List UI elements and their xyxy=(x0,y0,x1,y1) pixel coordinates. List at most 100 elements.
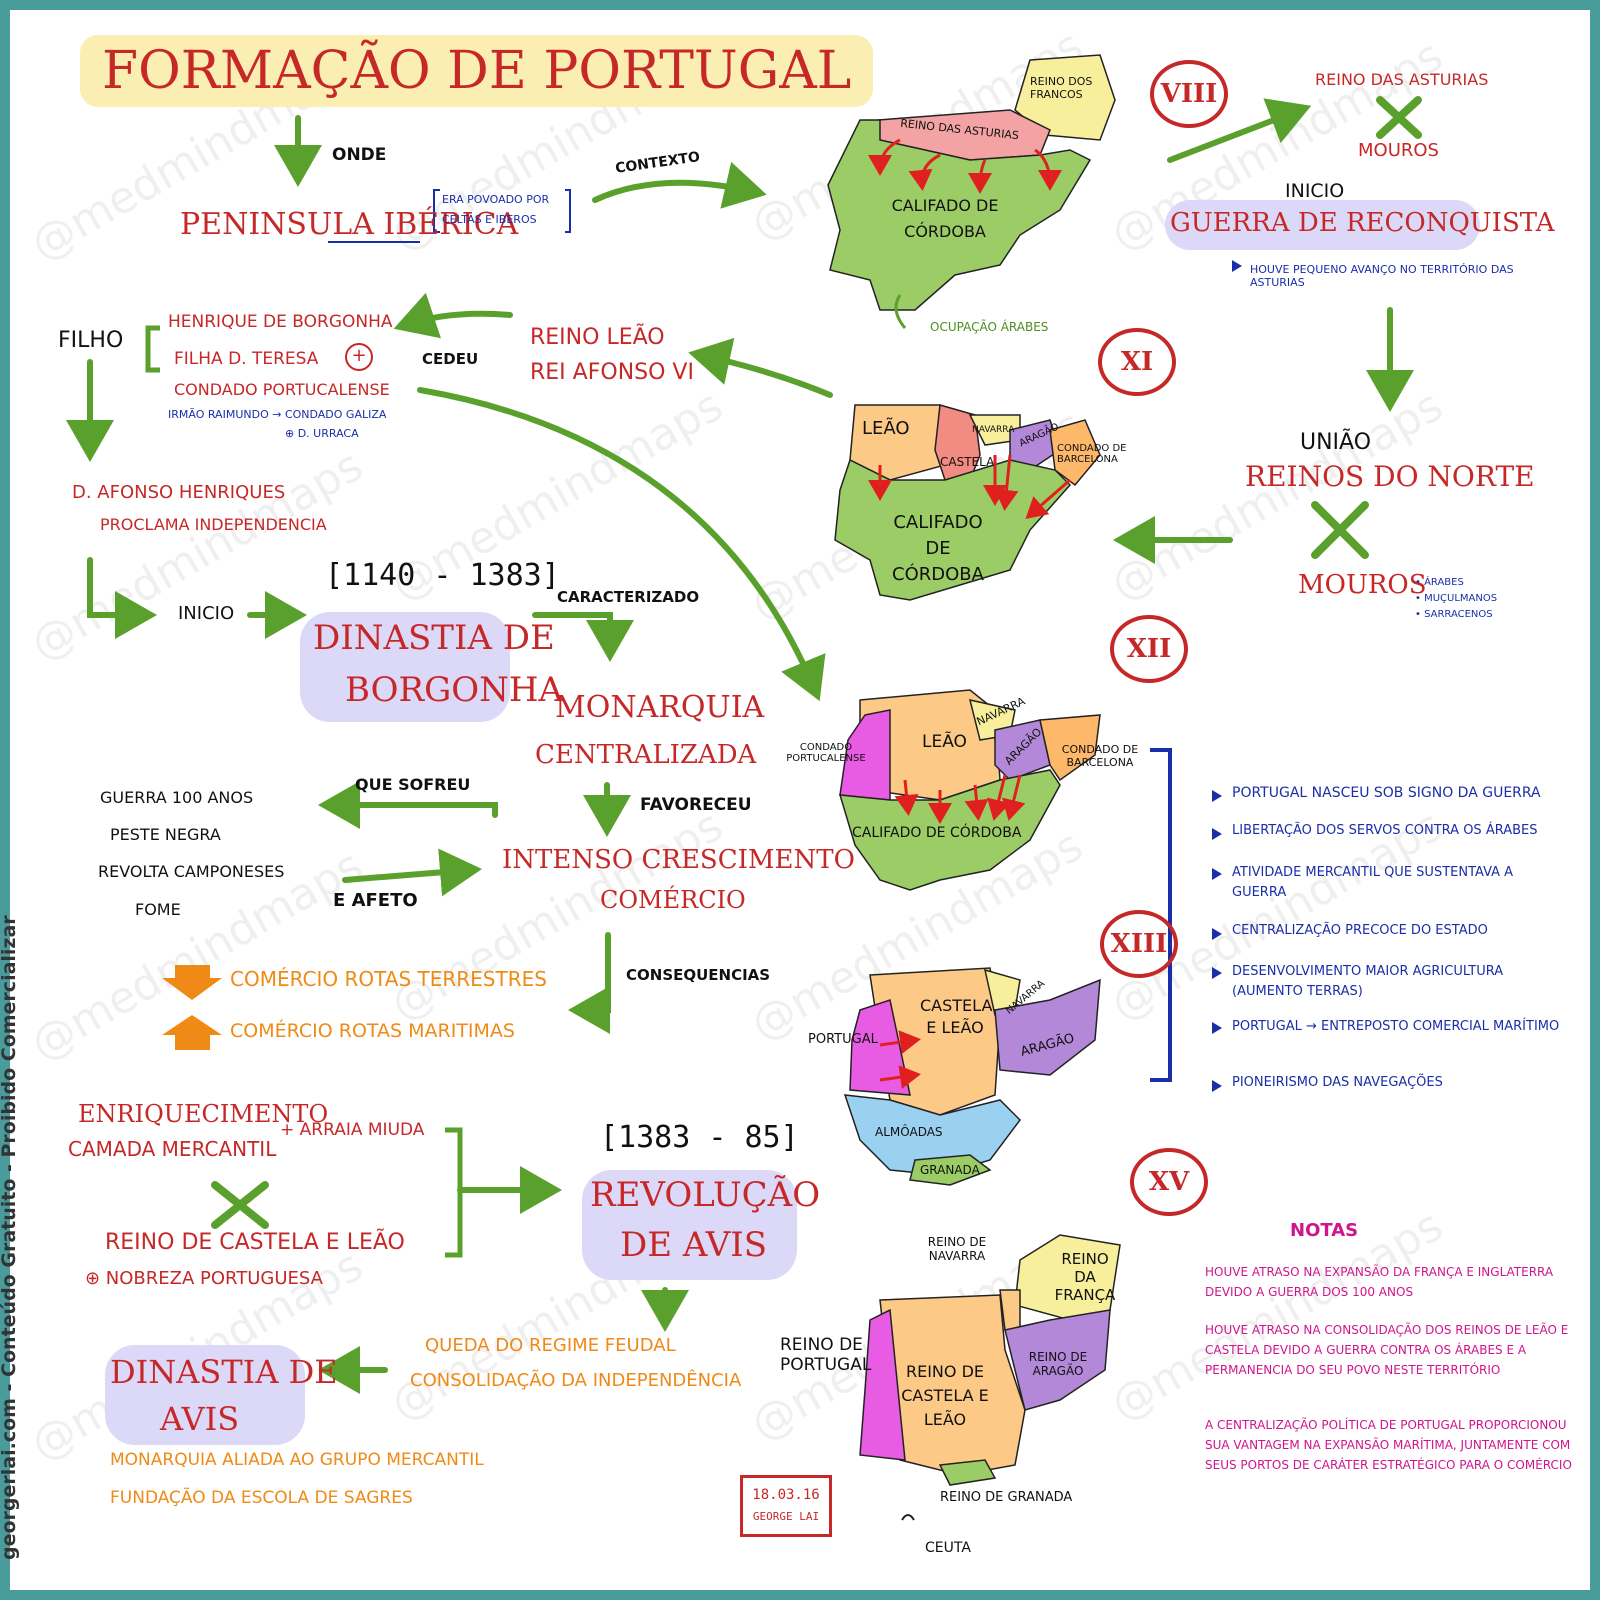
century-xiii: XIII xyxy=(1100,910,1178,978)
caracterizado-label: CARACTERIZADO xyxy=(557,588,700,606)
map15-portugal: REINO DE PORTUGAL xyxy=(780,1335,872,1375)
map13-castela: CASTELA E LEÃO xyxy=(920,996,993,1037)
dinastia-borgonha-bg xyxy=(300,612,510,722)
revolucao-line1: REVOLUÇÃO xyxy=(590,1175,821,1215)
dinastia-borgonha-line2: BORGONHA xyxy=(345,670,564,710)
rei-afonso: REI AFONSO VI xyxy=(530,360,694,385)
map12-leao: LEÃO xyxy=(922,732,967,752)
map-viii xyxy=(827,54,1116,311)
nobreza-portuguesa: ⊕ NOBREZA PORTUGUESA xyxy=(85,1268,323,1289)
arrow-que-sofreu xyxy=(318,781,498,829)
povoado-line2: CELTAS E IBEROS xyxy=(442,213,537,226)
filha-teresa: FILHA D. TERESA xyxy=(174,349,319,369)
mouros-top: MOUROS xyxy=(1358,140,1439,161)
nota-item: HOUVE ATRASO NA EXPANSÃO DA FRANÇA E ING… xyxy=(1205,1265,1554,1299)
henrique-borgonha: HENRIQUE DE BORGONHA xyxy=(168,312,393,332)
dinastia-avis-line1: DINASTIA DE xyxy=(110,1353,338,1391)
mouros-list-item: • SARRACENOS xyxy=(1415,609,1493,620)
inicio-reconquista: INICIO xyxy=(1285,180,1345,202)
map15-franca: REINO DA FRANÇA xyxy=(1054,1250,1116,1304)
guerra-bg xyxy=(1165,200,1480,250)
down-arrow-icon xyxy=(162,965,222,1000)
revolucao-line2: DE AVIS xyxy=(620,1225,768,1265)
guerra-reconquista: GUERRA DE RECONQUISTA xyxy=(1170,208,1555,238)
afonso-henriques: D. AFONSO HENRIQUES xyxy=(72,482,286,503)
urraca: ⊕ D. URRACA xyxy=(285,427,359,440)
comercio-terrestre: COMÉRCIO ROTAS TERRESTRES xyxy=(230,967,547,991)
page-title: FORMAÇÃO DE PORTUGAL xyxy=(80,35,874,107)
reino-castela-leao: REINO DE CASTELA E LEÃO xyxy=(105,1230,405,1255)
century-xii: XII xyxy=(1110,615,1188,683)
bracket-enriquecimento xyxy=(445,1127,463,1258)
problem-item: REVOLTA CAMPONESES xyxy=(98,862,285,881)
problem-item: GUERRA 100 ANOS xyxy=(100,788,254,807)
enriquecimento-line2: CAMADA MERCANTIL xyxy=(68,1137,277,1161)
e-afeto-label: E AFETO xyxy=(333,890,418,911)
region-leao xyxy=(849,404,946,481)
mouros-list-item: • MUÇULMANOS xyxy=(1415,593,1498,604)
region-granada xyxy=(909,1154,992,1186)
map11-navarra: NAVARRA xyxy=(972,425,1015,435)
map8-califado: CALIFADO DE CÓRDOBA xyxy=(891,196,999,241)
bullet-item: ATIVIDADE MERCANTIL QUE SUSTENTAVA A GUE… xyxy=(1232,865,1514,900)
reino-asturias: REINO DAS ASTURIAS xyxy=(1315,70,1489,89)
problem-item: FOME xyxy=(135,900,181,919)
arrow-cedeu xyxy=(393,292,513,339)
notas-title: NOTAS xyxy=(1290,1220,1359,1241)
map15-navarra: REINO DE NAVARRA xyxy=(927,1235,987,1263)
map-xii xyxy=(838,689,1101,891)
map11-califado: CALIFADO DE CÓRDOBA xyxy=(892,512,984,585)
dates-avis: [1383 - 85] xyxy=(600,1120,799,1155)
map11-leao: LEÃO xyxy=(862,418,910,439)
reino-leao: REINO LEÃO xyxy=(530,325,665,350)
map12-califado: CALIFADO DE CÓRDOBA xyxy=(852,825,1022,841)
enriquecimento-line1: ENRIQUECIMENTO xyxy=(78,1100,329,1128)
map11-barcelona: CONDADO DE BARCELONA xyxy=(1057,443,1127,465)
avis-item: MONARQUIA ALIADA AO GRUPO MERCANTIL xyxy=(110,1450,484,1470)
century-xi: XI xyxy=(1098,328,1176,396)
condado-portucalense: CONDADO PORTUCALENSE xyxy=(174,380,390,399)
map15-granada: REINO DE GRANADA xyxy=(940,1490,1073,1505)
proclama-independencia: PROCLAMA INDEPENDENCIA xyxy=(100,515,327,534)
map15-ceuta: CEUTA xyxy=(925,1540,971,1556)
mouros-list-item: • ÁRABES xyxy=(1415,577,1464,588)
crossed-swords-icon xyxy=(211,96,1422,1229)
consequencias-label: CONSEQUENCIAS xyxy=(626,966,771,984)
povoado-line1: ERA POVOADO POR xyxy=(442,193,550,206)
map15-castela: REINO DE CASTELA E LEÃO xyxy=(901,1362,989,1429)
monarquia-line2: CENTRALIZADA xyxy=(535,740,757,770)
arrow-caracterizado xyxy=(532,612,634,662)
arraia-miuda: + ARRAIA MIUDA xyxy=(280,1120,425,1140)
map-xiii xyxy=(843,967,1101,1186)
reinos-norte: REINOS DO NORTE xyxy=(1245,460,1535,493)
region-califado xyxy=(827,119,1092,311)
peninsula-iberica: PENINSULA IBÉRICA xyxy=(180,207,519,242)
dinastia-borgonha-line1: DINASTIA DE xyxy=(313,618,555,658)
crescimento-line1: INTENSO CRESCIMENTO xyxy=(502,845,855,875)
favoreceu-label: FAVORECEU xyxy=(640,795,752,815)
bracket-povoado xyxy=(433,189,571,233)
arrow-afonso-inicio xyxy=(87,557,157,639)
stamp-date: 18.03.16 xyxy=(752,1487,820,1503)
century-viii: VIII xyxy=(1150,60,1228,128)
monarquia-line1: MONARQUIA xyxy=(555,690,765,725)
ceuta-marker xyxy=(901,1514,915,1521)
region-portugal xyxy=(859,1308,906,1461)
dinastia-avis-line2: AVIS xyxy=(160,1400,240,1438)
map12-barcelona: CONDADO DE BARCELONA xyxy=(1061,743,1139,769)
mindmap-canvas: @medmindmaps @medmindmaps @medmindmaps @… xyxy=(10,10,1590,1590)
map-xv xyxy=(859,1234,1121,1486)
map15-aragao: REINO DE ARAGÃO xyxy=(1028,1350,1088,1378)
inicio-label: INICIO xyxy=(178,603,235,624)
region-aragao xyxy=(1004,1309,1111,1411)
dates-borgonha: [1140 - 1383] xyxy=(325,558,560,593)
nota-item: HOUVE ATRASO NA CONSOLIDAÇÃO DOS REINOS … xyxy=(1205,1323,1569,1377)
bullet-item: LIBERTAÇÃO DOS SERVOS CONTRA OS ÁRABES xyxy=(1232,823,1538,838)
region-granada xyxy=(938,1459,997,1486)
avis-item: FUNDAÇÃO DA ESCOLA DE SAGRES xyxy=(110,1488,413,1508)
bullet-item: PIONEIRISMO DAS NAVEGAÇÕES xyxy=(1232,1075,1443,1090)
arrow-condado-map12 xyxy=(417,387,826,702)
filho-label: FILHO xyxy=(58,328,124,353)
crescimento-line2: COMÉRCIO xyxy=(600,886,746,914)
sidebar-credit: georgerlai.com - Conteúdo Gratuito - Pro… xyxy=(0,915,20,1560)
